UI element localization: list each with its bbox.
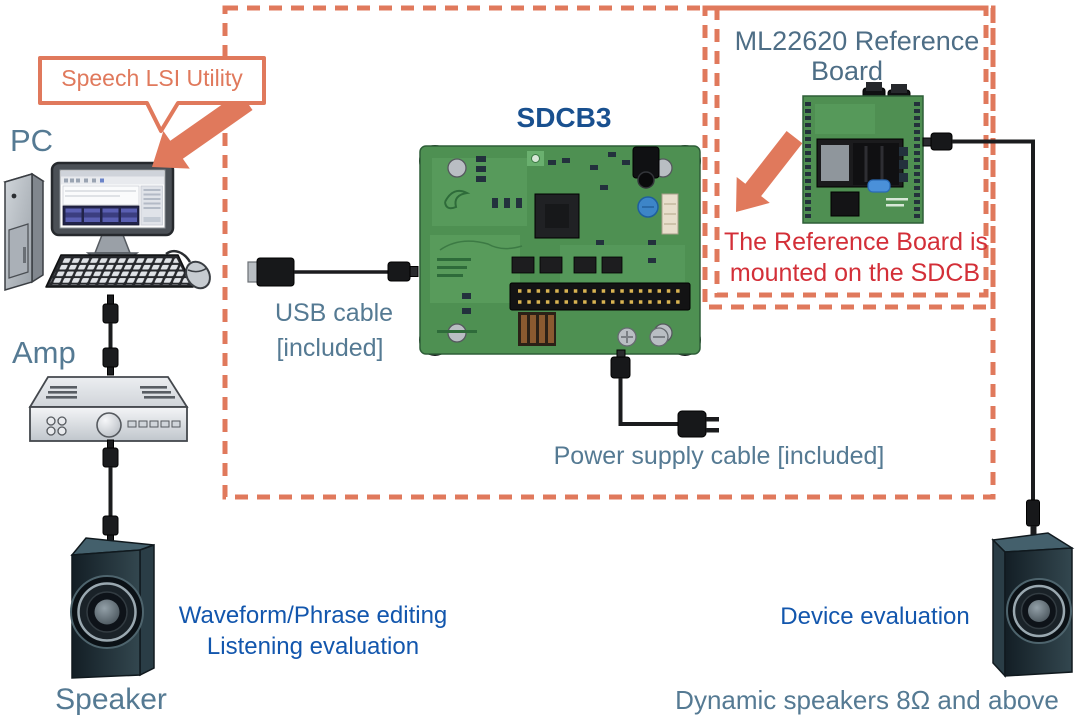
amp-buttons <box>127 420 181 428</box>
amp-label: Amp <box>12 335 76 370</box>
sdcb3-label: SDCB3 <box>516 102 612 133</box>
right-eval-label: Device evaluation <box>780 603 970 630</box>
usb-cable-label-line1: USB cable <box>274 299 394 327</box>
pc-label: PC <box>10 123 54 158</box>
amp-vents <box>46 386 175 399</box>
ml22620-label-line2: Board <box>810 56 884 86</box>
monitor-screen-app <box>61 171 164 226</box>
pc-mouse <box>165 250 211 290</box>
power-supply-cable-label: Power supply cable [included] <box>553 442 885 470</box>
tower-power-button <box>11 193 17 199</box>
sdcb3-board <box>419 145 701 356</box>
sdcb3-logo <box>444 189 471 210</box>
speech-lsi-utility-label: Speech LSI Utility <box>61 65 243 91</box>
sdcb3-pin-header <box>509 282 691 311</box>
utility-arrow-icon <box>152 92 253 169</box>
speaker-label: Speaker <box>55 683 167 716</box>
speaker-cable-right <box>922 132 1040 535</box>
speaker-right-graphic <box>991 532 1075 678</box>
reference-dashed-box <box>702 5 996 310</box>
ml22620-label-line1: ML22620 Reference <box>734 26 980 56</box>
left-eval-line1: Waveform/Phrase editing <box>178 602 448 629</box>
mount-arrow-icon <box>736 130 803 212</box>
pc-tower <box>3 172 45 292</box>
ml22620-board <box>802 82 924 224</box>
speech-bubble <box>38 56 266 133</box>
sdcb3-ic-row <box>511 256 623 274</box>
speaker-left-graphic <box>70 537 155 679</box>
audio-cable-amp-speaker <box>102 439 119 544</box>
pc-group <box>3 161 211 292</box>
dynamic-speakers-label: Dynamic speakers 8Ω and above <box>675 685 1059 715</box>
pc-keyboard <box>45 254 194 288</box>
ref-note-line2: mounted on the SDCB <box>729 259 981 287</box>
amp-device <box>28 376 189 442</box>
audio-cable-pc-amp <box>102 294 119 376</box>
left-eval-line2: Listening evaluation <box>206 633 420 660</box>
ref-note-line1: The Reference Board is <box>723 228 989 256</box>
power-supply-cable-graphic <box>610 349 719 438</box>
ml22620-blue-cap <box>867 179 891 193</box>
usb-cable-label-line2: [included] <box>276 334 384 362</box>
amp-volume-knob <box>96 412 122 438</box>
pc-monitor <box>50 161 175 261</box>
usb-cable-graphic <box>247 257 419 287</box>
